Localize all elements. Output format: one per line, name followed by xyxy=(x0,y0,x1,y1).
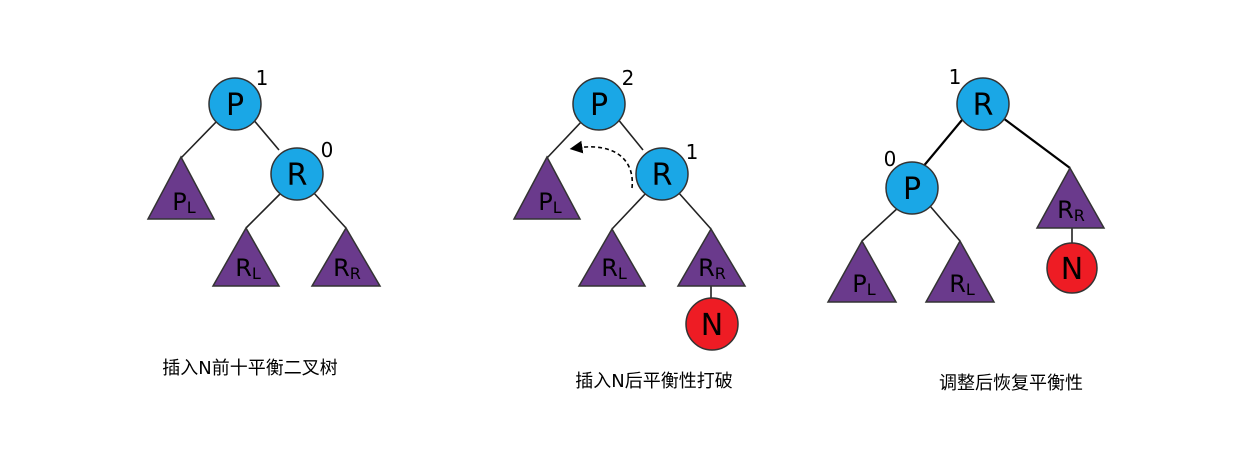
node-p-balance: 1 xyxy=(256,66,269,90)
subtree-rr: RR xyxy=(676,227,747,287)
node-n-circle xyxy=(685,297,739,351)
edge-r-rr xyxy=(1002,117,1071,169)
node-n: N xyxy=(685,297,739,351)
subtree-pl-label: PL xyxy=(538,188,561,217)
node-r-label: R xyxy=(652,158,673,193)
node-p: P xyxy=(572,77,626,131)
node-p: P xyxy=(885,161,939,215)
edge-r-rr xyxy=(312,191,347,229)
edge-p-rl xyxy=(929,205,961,242)
subtree-rr-triangle xyxy=(676,227,747,287)
edge-p-r xyxy=(616,117,644,151)
subtree-pl: PL xyxy=(146,155,216,220)
node-p-label: P xyxy=(590,88,608,123)
edge-r-rr xyxy=(677,191,712,230)
edge-r-p xyxy=(921,119,963,169)
subtree-rr: RR xyxy=(1035,166,1106,229)
node-r-label: R xyxy=(287,158,308,193)
subtree-rl-triangle xyxy=(577,227,647,287)
caption-after-rebalance: 调整后恢复平衡性 xyxy=(939,373,1083,394)
node-r: R xyxy=(956,77,1010,131)
subtree-rl: RL xyxy=(211,226,281,287)
subtree-rl-label: RL xyxy=(601,254,627,283)
caption-after-insert: 插入N后平衡性打破 xyxy=(575,371,732,392)
edge-r-rl xyxy=(611,191,648,230)
edge-p-r xyxy=(251,117,280,151)
edge-p-pl xyxy=(180,119,219,159)
caption-before-insert: 插入N前十平衡二叉树 xyxy=(162,358,337,379)
edge-p-pl xyxy=(861,205,901,242)
rotation-arrow-icon xyxy=(569,140,634,189)
node-r-label: R xyxy=(973,88,994,123)
node-r: R xyxy=(635,147,689,201)
node-p-label: P xyxy=(903,172,921,207)
node-n: N xyxy=(1046,242,1098,294)
subtree-rr-label: RR xyxy=(1057,196,1085,225)
node-r-circle xyxy=(956,77,1010,131)
node-r-balance: 1 xyxy=(686,140,699,164)
node-r-balance: 0 xyxy=(321,138,334,162)
panel-after-rebalance: RR PL RL R 1 P 0 N 调 xyxy=(826,65,1106,394)
subtree-rl: RL xyxy=(924,239,996,303)
subtree-rr-label: RR xyxy=(333,254,361,283)
node-p-balance: 2 xyxy=(622,66,635,90)
subtree-pl-triangle xyxy=(146,155,216,220)
subtree-pl-triangle xyxy=(512,155,582,220)
subtree-pl-label: PL xyxy=(172,188,195,217)
node-r: R xyxy=(270,147,324,201)
node-p-circle xyxy=(572,77,626,131)
node-n-circle xyxy=(1046,242,1098,294)
subtree-rl-triangle xyxy=(924,239,996,303)
subtree-rl-label: RL xyxy=(949,270,975,299)
subtree-pl-label: PL xyxy=(852,270,875,299)
node-p-circle xyxy=(885,161,939,215)
subtree-rl: RL xyxy=(577,227,647,287)
subtree-pl: PL xyxy=(512,155,582,220)
subtree-rr: RR xyxy=(310,226,382,287)
node-r-balance: 1 xyxy=(949,65,962,89)
panel-before-insert: PL RL RR P 1 R 0 插入N前十平衡二叉树 xyxy=(146,66,382,379)
node-n-label: N xyxy=(701,308,723,343)
edge-p-pl xyxy=(546,119,584,159)
node-p-circle xyxy=(208,77,262,131)
subtree-rr-label: RR xyxy=(698,254,726,283)
node-p-balance: 0 xyxy=(884,147,897,171)
panel-after-insert: PL RL RR P 2 R 1 N xyxy=(512,66,747,392)
subtree-rl-triangle xyxy=(211,226,281,287)
edge-r-rl xyxy=(245,191,283,229)
subtree-rr-triangle xyxy=(310,226,382,287)
subtree-rr-triangle xyxy=(1035,166,1106,229)
node-n-label: N xyxy=(1061,252,1083,287)
subtree-pl-triangle xyxy=(826,239,898,303)
node-p: P xyxy=(208,77,262,131)
subtree-pl: PL xyxy=(826,239,898,303)
node-r-circle xyxy=(635,147,689,201)
node-p-label: P xyxy=(226,88,244,123)
subtree-rl-label: RL xyxy=(235,254,261,283)
node-r-circle xyxy=(270,147,324,201)
